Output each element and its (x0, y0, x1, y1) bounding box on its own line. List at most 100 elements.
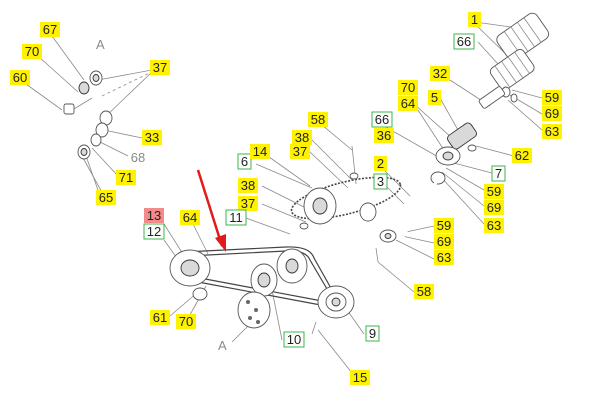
callout-number: 64 (183, 210, 197, 225)
callout-box (308, 112, 328, 127)
callout-32: 32 (430, 66, 450, 81)
callout-box (116, 170, 136, 185)
callout-37: 37 (238, 196, 258, 211)
callout-59: 59 (542, 90, 562, 105)
callout-number: 13 (147, 208, 161, 223)
callout-box (237, 153, 252, 170)
callout-box (374, 156, 387, 171)
callout-box (10, 70, 30, 85)
callout-63: 63 (542, 124, 562, 139)
callout-38: 38 (238, 178, 258, 193)
callout-box (484, 200, 504, 215)
callout-69: 69 (542, 106, 562, 121)
inset-a-parts (63, 63, 169, 160)
callout-number: 12 (147, 224, 161, 239)
callout-box (428, 90, 441, 105)
callout-70: 70 (176, 314, 196, 329)
callout-70: 70 (22, 44, 42, 59)
callout-number: 70 (25, 44, 39, 59)
callout-number: 36 (377, 128, 391, 143)
callout-number: 14 (253, 144, 267, 159)
red-arrow (196, 169, 226, 252)
callout-number: 69 (437, 234, 451, 249)
callout-box (22, 44, 42, 59)
callout-box (365, 325, 380, 342)
callout-10: 10 (283, 331, 305, 348)
callout-box (150, 310, 170, 325)
callout-59: 59 (484, 184, 504, 199)
callout-box (250, 144, 270, 159)
callout-5: 5 (428, 90, 441, 105)
callout-box (542, 106, 562, 121)
callout-number: 2 (377, 156, 384, 171)
callout-number: 1 (471, 12, 478, 27)
callout-box (398, 80, 418, 95)
leader-lines (25, 21, 543, 379)
callout-66: 66 (453, 33, 475, 50)
callout-number: 32 (433, 66, 447, 81)
callout-9: 9 (365, 325, 380, 342)
callout-number: 66 (457, 34, 471, 49)
callout-number: 67 (43, 22, 57, 37)
callout-box (434, 250, 454, 265)
callout-box (542, 90, 562, 105)
callout-number: 70 (401, 80, 415, 95)
callout-6: 6 (237, 153, 252, 170)
callout-64: 64 (180, 210, 200, 225)
callout-37: 37 (150, 60, 170, 75)
callout-box (430, 66, 450, 81)
callout-14: 14 (250, 144, 270, 159)
callout-number: 37 (153, 60, 167, 75)
callout-box (468, 12, 481, 27)
callout-number: 58 (417, 284, 431, 299)
callout-number: 71 (119, 170, 133, 185)
callout-13: 13 (144, 208, 164, 223)
callout-number: 10 (287, 332, 301, 347)
callout-11: 11 (225, 209, 247, 226)
callout-number: 69 (545, 106, 559, 121)
callout-38: 38 (292, 130, 312, 145)
callout-box (180, 210, 200, 225)
callout-box (238, 178, 258, 193)
callout-number: 9 (369, 326, 376, 341)
callout-number: 63 (545, 124, 559, 139)
callout-59: 59 (434, 218, 454, 233)
callout-box (40, 22, 60, 37)
callout-number: 64 (401, 96, 415, 111)
callout-64: 64 (398, 96, 418, 111)
callout-box (453, 33, 475, 50)
callout-69: 69 (484, 200, 504, 215)
callout-number: 38 (295, 130, 309, 145)
callout-2: 2 (374, 156, 387, 171)
callout-66: 66 (371, 111, 393, 128)
callout-number: 37 (293, 144, 307, 159)
callout-number: 59 (487, 184, 501, 199)
callout-60: 60 (10, 70, 30, 85)
callout-61: 61 (150, 310, 170, 325)
callout-63: 63 (484, 218, 504, 233)
callout-box (96, 190, 116, 205)
callout-box (350, 370, 370, 385)
callout-box (238, 196, 258, 211)
callout-number: 69 (487, 200, 501, 215)
callout-70: 70 (398, 80, 418, 95)
callout-box (290, 144, 310, 159)
callout-62: 62 (512, 148, 532, 163)
callout-67: 67 (40, 22, 60, 37)
callout-number: 37 (241, 196, 255, 211)
callout-33: 33 (142, 130, 162, 145)
callout-number: 65 (99, 190, 113, 205)
callout-58: 58 (308, 112, 328, 127)
callout-7: 7 (491, 165, 506, 182)
callout-number: 58 (311, 112, 325, 127)
callout-box (374, 128, 394, 143)
callout-box (143, 223, 165, 240)
callout-number: 11 (229, 210, 243, 225)
callout-number: 62 (515, 148, 529, 163)
callout-15: 15 (350, 370, 370, 385)
callout-box (371, 111, 393, 128)
callout-69: 69 (434, 234, 454, 249)
callout-number: 59 (437, 218, 451, 233)
callout-number: 61 (153, 310, 167, 325)
